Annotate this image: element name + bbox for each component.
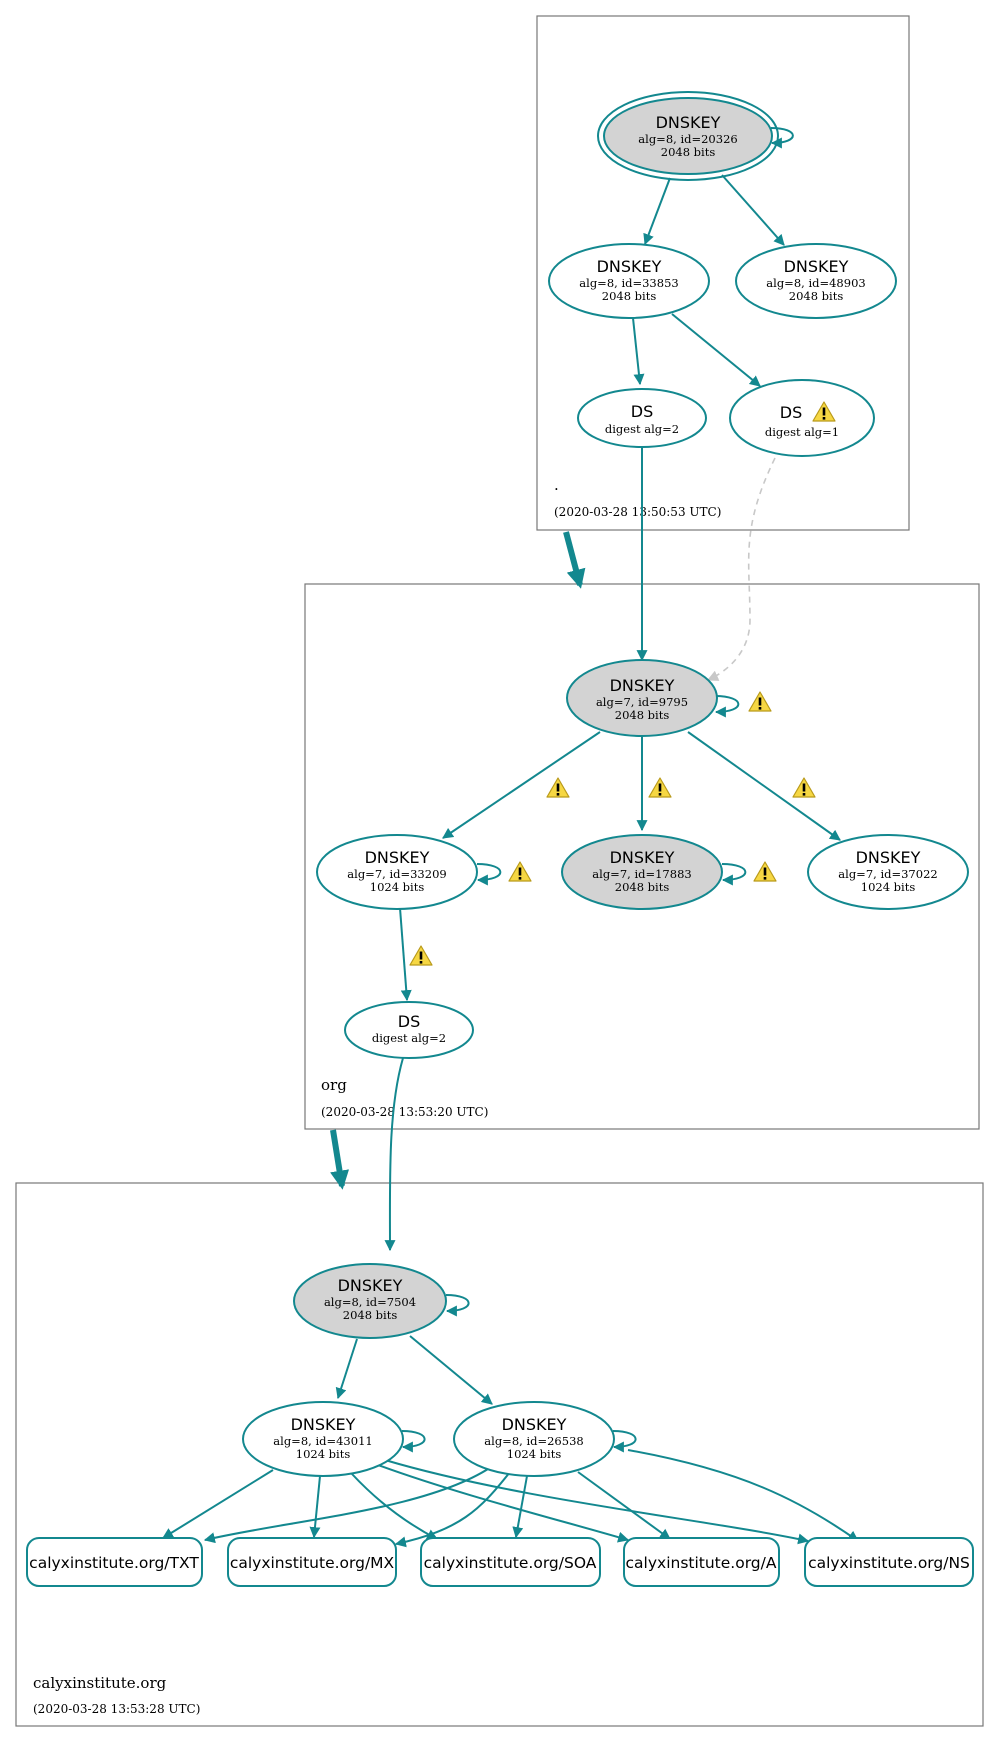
- node-org-ksk-9795[interactable]: DNSKEY alg=7, id=9795 2048 bits: [566, 659, 718, 737]
- edge-zsk2-ns: [627, 1449, 859, 1542]
- edge-org-ksk-zsk1: [442, 731, 601, 839]
- edge-zsk2-txt: [203, 1464, 495, 1544]
- edge-zsk1-a: [377, 1464, 630, 1543]
- node-detail: digest alg=2: [605, 422, 679, 436]
- node-root-zsk-33853[interactable]: DNSKEY alg=8, id=33853 2048 bits: [548, 243, 710, 319]
- zone-calyx-timestamp: (2020-03-28 13:53:28 UTC): [33, 1702, 200, 1716]
- node-detail: alg=8, id=43011: [273, 1434, 372, 1448]
- node-detail: alg=8, id=20326: [638, 132, 737, 146]
- edge-zsk2-mx: [394, 1471, 511, 1548]
- node-org-zsk-33209[interactable]: DNSKEY alg=7, id=33209 1024 bits: [316, 834, 478, 910]
- edge-calyx-ksk-self: [445, 1294, 470, 1317]
- node-detail: 1024 bits: [370, 880, 425, 894]
- rrset-mx[interactable]: calyxinstitute.org/MX: [227, 1537, 397, 1587]
- edge-calyx-ksk-zsk1: [335, 1338, 358, 1400]
- edge-root-zsk1-ds2: [632, 317, 645, 386]
- node-title: DS: [631, 402, 653, 421]
- node-title: DS: [780, 403, 802, 422]
- node-calyx-ksk-7504[interactable]: DNSKEY alg=8, id=7504 2048 bits: [293, 1263, 447, 1339]
- delegation-arrow-root-org: [563, 531, 586, 589]
- delegation-arrow-org-calyx: [330, 1129, 350, 1190]
- edge-zsk1-txt: [162, 1469, 274, 1539]
- node-org-zsk-37022[interactable]: DNSKEY alg=7, id=37022 1024 bits: [807, 834, 969, 910]
- edge-root-ds1-org-ksk: [706, 457, 776, 681]
- node-root-ds-alg2[interactable]: DS digest alg=2: [577, 388, 707, 448]
- node-title: DNSKEY: [291, 1415, 356, 1434]
- rrset-soa[interactable]: calyxinstitute.org/SOA: [420, 1537, 601, 1587]
- node-root-ds-alg1[interactable]: DS digest alg=1: [729, 379, 875, 457]
- edge-root-zsk1-ds1: [671, 313, 761, 387]
- node-detail: 1024 bits: [507, 1447, 562, 1461]
- node-title: DS: [398, 1012, 420, 1031]
- node-detail: 2048 bits: [661, 145, 716, 159]
- zone-root-timestamp: (2020-03-28 13:50:53 UTC): [554, 505, 721, 519]
- node-title: DNSKEY: [610, 676, 675, 695]
- node-detail: alg=7, id=17883: [592, 867, 691, 881]
- node-calyx-zsk-26538[interactable]: DNSKEY alg=8, id=26538 1024 bits: [453, 1401, 615, 1477]
- edge-org-ds-calyx-ksk: [384, 1057, 404, 1252]
- node-title: DNSKEY: [784, 257, 849, 276]
- edge-zsk2-soa: [512, 1475, 528, 1539]
- node-title: DNSKEY: [597, 257, 662, 276]
- rrset-label: calyxinstitute.org/A: [626, 1554, 777, 1572]
- edge-org-ksk-self: [714, 695, 740, 718]
- node-detail: 2048 bits: [602, 289, 657, 303]
- node-title: DNSKEY: [656, 113, 721, 132]
- node-detail: 1024 bits: [296, 1447, 351, 1461]
- node-detail: 1024 bits: [861, 880, 916, 894]
- edge-zsk1-ns: [384, 1459, 810, 1545]
- node-org-ksk-17883[interactable]: DNSKEY alg=7, id=17883 2048 bits: [561, 834, 723, 910]
- rrset-label: calyxinstitute.org/SOA: [424, 1554, 597, 1572]
- node-detail: 2048 bits: [343, 1308, 398, 1322]
- edge-calyx-ksk-zsk2: [409, 1335, 493, 1405]
- node-detail: alg=8, id=26538: [484, 1434, 583, 1448]
- zone-root-name: .: [554, 476, 559, 494]
- edge-root-ksk-zsk1: [643, 177, 671, 246]
- node-title: DNSKEY: [856, 848, 921, 867]
- edge-org-ksk2-self: [721, 863, 747, 886]
- node-root-zsk-48903[interactable]: DNSKEY alg=8, id=48903 2048 bits: [735, 243, 897, 319]
- edge-zsk2-a: [577, 1471, 671, 1540]
- edge-root-ksk-zsk2: [721, 174, 785, 246]
- node-detail: alg=7, id=37022: [838, 867, 937, 881]
- rrset-txt[interactable]: calyxinstitute.org/TXT: [26, 1537, 203, 1587]
- zone-calyx-name: calyxinstitute.org: [33, 1674, 167, 1692]
- rrset-label: calyxinstitute.org/NS: [808, 1554, 970, 1572]
- rrset-label: calyxinstitute.org/MX: [230, 1554, 395, 1572]
- node-title: DNSKEY: [502, 1415, 567, 1434]
- zone-org-name: org: [321, 1076, 347, 1094]
- rrset-a[interactable]: calyxinstitute.org/A: [623, 1537, 780, 1587]
- node-org-ds-alg2[interactable]: DS digest alg=2: [344, 1001, 474, 1059]
- edge-zsk1-mx: [309, 1475, 321, 1539]
- node-detail: 2048 bits: [615, 708, 670, 722]
- zone-org-timestamp: (2020-03-28 13:53:20 UTC): [321, 1105, 488, 1119]
- node-detail: 2048 bits: [789, 289, 844, 303]
- node-title: DNSKEY: [610, 848, 675, 867]
- signature-edges: [162, 127, 859, 1548]
- node-detail: alg=8, id=33853: [579, 276, 678, 290]
- edge-org-ksk-zsk2: [687, 731, 841, 841]
- ksk-outer-ring: [597, 91, 779, 181]
- node-detail: alg=7, id=9795: [596, 695, 688, 709]
- node-detail: digest alg=1: [765, 425, 839, 439]
- node-detail: digest alg=2: [372, 1031, 446, 1045]
- node-detail: alg=8, id=7504: [324, 1295, 416, 1309]
- rrset-label: calyxinstitute.org/TXT: [29, 1554, 199, 1572]
- node-title: DNSKEY: [338, 1276, 403, 1295]
- edge-org-zsk1-ds: [399, 907, 412, 1002]
- node-detail: 2048 bits: [615, 880, 670, 894]
- node-title: DNSKEY: [365, 848, 430, 867]
- node-root-ksk[interactable]: DNSKEY alg=8, id=20326 2048 bits: [597, 91, 779, 181]
- edge-calyx-zsk1-self: [401, 1430, 426, 1453]
- edge-calyx-zsk2-self: [612, 1430, 637, 1453]
- node-detail: alg=8, id=48903: [766, 276, 865, 290]
- edge-org-zsk1-self: [476, 863, 502, 886]
- edge-root-ksk-self: [770, 127, 794, 149]
- rrset-ns[interactable]: calyxinstitute.org/NS: [804, 1537, 974, 1587]
- node-calyx-zsk-43011[interactable]: DNSKEY alg=8, id=43011 1024 bits: [242, 1401, 404, 1477]
- node-detail: alg=7, id=33209: [347, 867, 446, 881]
